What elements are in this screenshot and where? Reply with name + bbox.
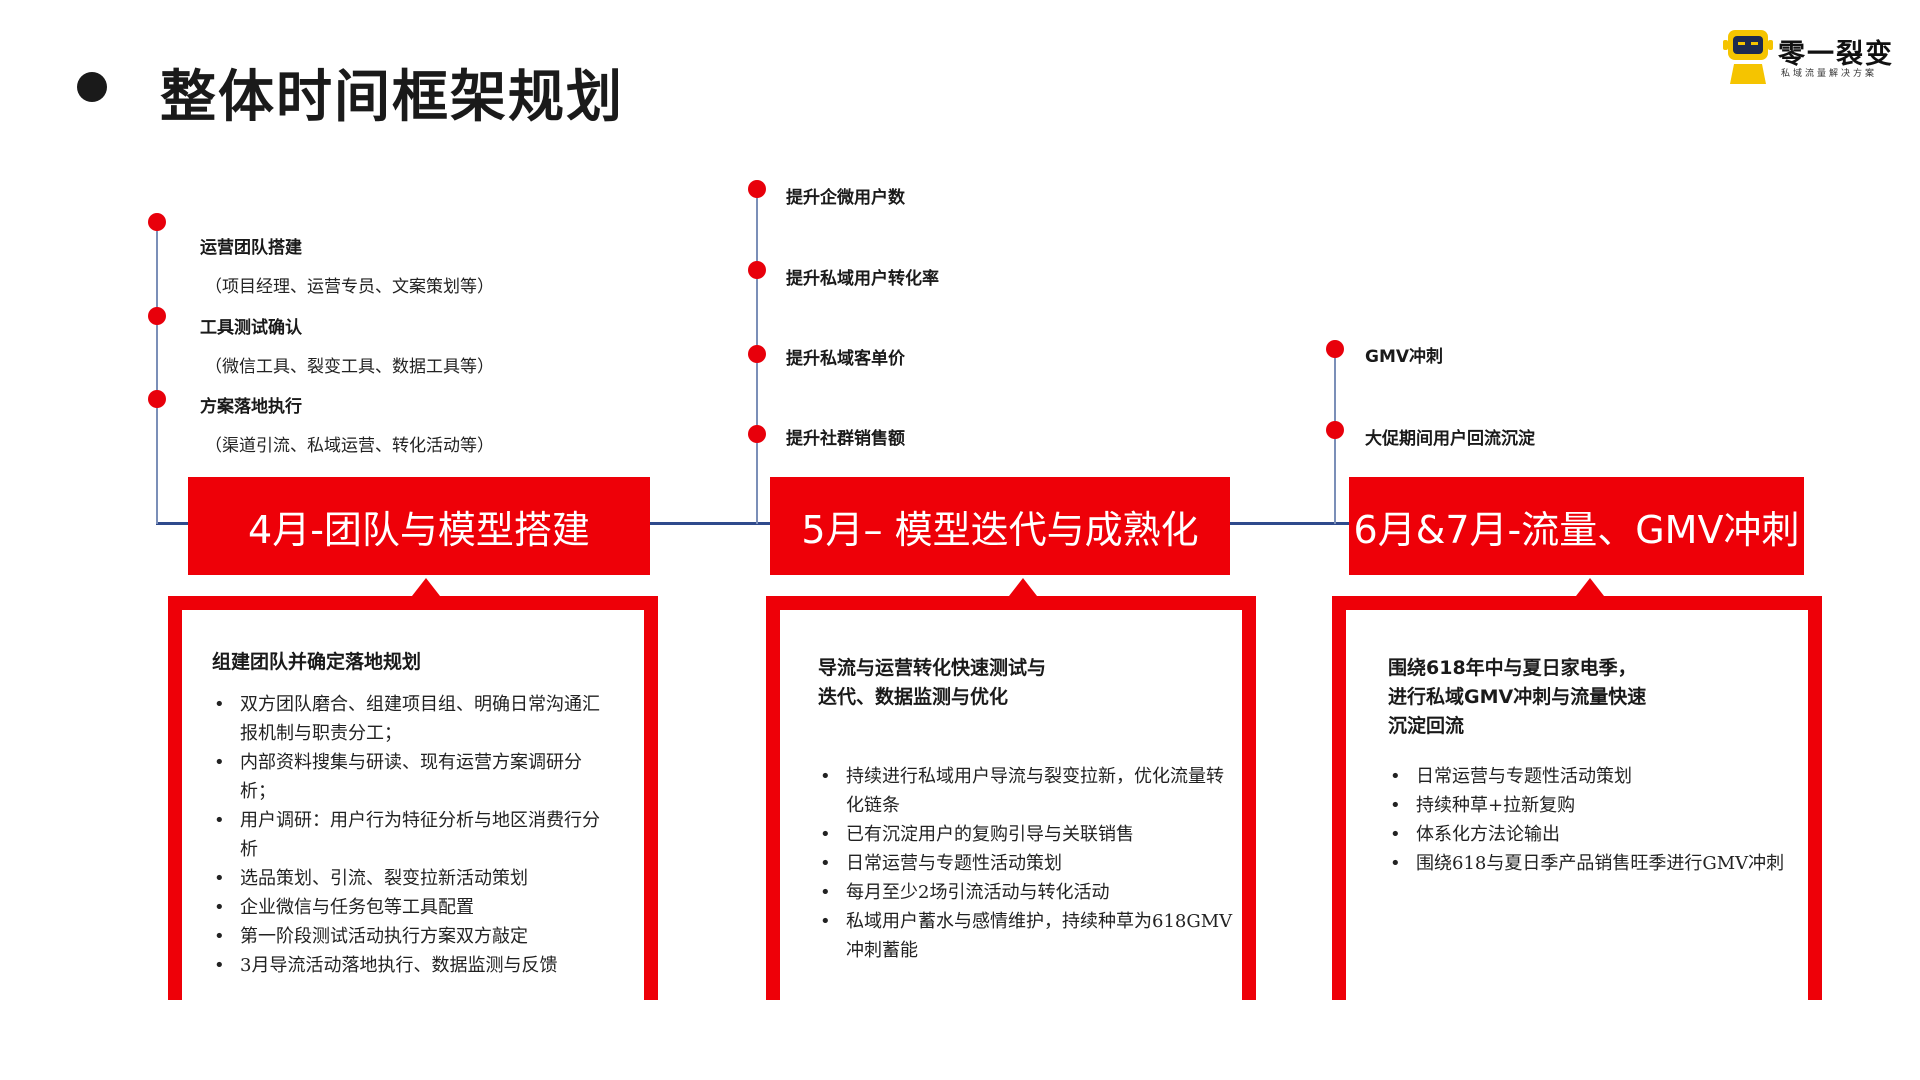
phase2-detail-box: 导流与运营转化快速测试与迭代、数据监测与优化 持续进行私域用户导流与裂变拉新，优… — [766, 596, 1256, 1000]
milestone-label: 提升社群销售额 — [786, 429, 905, 449]
list-item: 3月导流活动落地执行、数据监测与反馈 — [212, 951, 612, 980]
milestone-label: GMV冲刺 — [1365, 347, 1444, 367]
phase2-pointer — [1009, 578, 1037, 596]
milestone-note: （项目经理、运营专员、文案策划等） — [205, 277, 494, 297]
phase3-banner: 6月&7月-流量、GMV冲刺 — [1349, 477, 1804, 575]
title-bullet — [77, 72, 107, 102]
milestone-dot — [148, 307, 166, 325]
milestone-dot — [1326, 421, 1344, 439]
milestone-dot — [148, 390, 166, 408]
phase1-milestone-line — [156, 222, 158, 524]
list-item: 内部资料搜集与研读、现有运营方案调研分析； — [212, 748, 612, 806]
milestone-note: （微信工具、裂变工具、数据工具等） — [205, 357, 494, 377]
list-item: 私域用户蓄水与感情维护，持续种草为618GMV冲刺蓄能 — [818, 907, 1238, 965]
list-item: 日常运营与专题性活动策划 — [1388, 762, 1808, 791]
milestone-label: 提升企微用户数 — [786, 188, 905, 208]
phase1-pointer — [412, 578, 440, 596]
list-item: 每月至少2场引流活动与转化活动 — [818, 878, 1238, 907]
milestone-label: 提升私域客单价 — [786, 349, 905, 369]
list-item: 持续种草+拉新复购 — [1388, 791, 1808, 820]
phase3-heading: 围绕618年中与夏日家电季，进行私域GMV冲刺与流量快速沉淀回流 — [1388, 657, 1647, 737]
list-item: 日常运营与专题性活动策划 — [818, 849, 1238, 878]
robot-logo-icon — [1723, 30, 1773, 84]
milestone-label: 方案落地执行 — [200, 397, 302, 417]
list-item: 已有沉淀用户的复购引导与关联销售 — [818, 820, 1238, 849]
list-item: 企业微信与任务包等工具配置 — [212, 893, 612, 922]
logo-name: 零一裂变 — [1778, 39, 1894, 70]
milestone-dot — [748, 261, 766, 279]
list-item: 用户调研：用户行为特征分析与地区消费行分析 — [212, 806, 612, 864]
milestone-dot — [148, 213, 166, 231]
phase1-heading: 组建团队并确定落地规划 — [212, 651, 422, 673]
phase3-pointer — [1576, 578, 1604, 596]
milestone-label: 运营团队搭建 — [200, 238, 302, 258]
phase2-heading: 导流与运营转化快速测试与迭代、数据监测与优化 — [818, 657, 1047, 708]
milestone-label: 提升私域用户转化率 — [786, 269, 939, 289]
page-title: 整体时间框架规划 — [160, 65, 624, 130]
list-item: 持续进行私域用户导流与裂变拉新，优化流量转化链条 — [818, 762, 1238, 820]
phase1-banner: 4月-团队与模型搭建 — [188, 477, 650, 575]
milestone-label: 大促期间用户回流沉淀 — [1365, 429, 1535, 449]
list-item: 体系化方法论输出 — [1388, 820, 1808, 849]
timeline-axis — [156, 522, 1351, 525]
milestone-label: 工具测试确认 — [200, 318, 302, 338]
phase1-task-list: 双方团队磨合、组建项目组、明确日常沟通汇报机制与职责分工； 内部资料搜集与研读、… — [212, 690, 612, 980]
phase2-task-list: 持续进行私域用户导流与裂变拉新，优化流量转化链条 已有沉淀用户的复购引导与关联销… — [818, 762, 1238, 965]
list-item: 第一阶段测试活动执行方案双方敲定 — [212, 922, 612, 951]
phase3-detail-box: 围绕618年中与夏日家电季，进行私域GMV冲刺与流量快速沉淀回流 日常运营与专题… — [1332, 596, 1822, 1000]
milestone-dot — [748, 425, 766, 443]
milestone-dot — [1326, 340, 1344, 358]
list-item: 选品策划、引流、裂变拉新活动策划 — [212, 864, 612, 893]
phase1-detail-box: 组建团队并确定落地规划 双方团队磨合、组建项目组、明确日常沟通汇报机制与职责分工… — [168, 596, 658, 1000]
list-item: 双方团队磨合、组建项目组、明确日常沟通汇报机制与职责分工； — [212, 690, 612, 748]
logo-tagline: 私域流量解决方案 — [1781, 69, 1878, 79]
milestone-note: （渠道引流、私域运营、转化活动等） — [205, 436, 494, 456]
list-item: 围绕618与夏日季产品销售旺季进行GMV冲刺 — [1388, 849, 1808, 878]
milestone-dot — [748, 180, 766, 198]
phase3-task-list: 日常运营与专题性活动策划 持续种草+拉新复购 体系化方法论输出 围绕618与夏日… — [1388, 762, 1808, 878]
milestone-dot — [748, 345, 766, 363]
phase2-banner: 5月– 模型迭代与成熟化 — [770, 477, 1230, 575]
